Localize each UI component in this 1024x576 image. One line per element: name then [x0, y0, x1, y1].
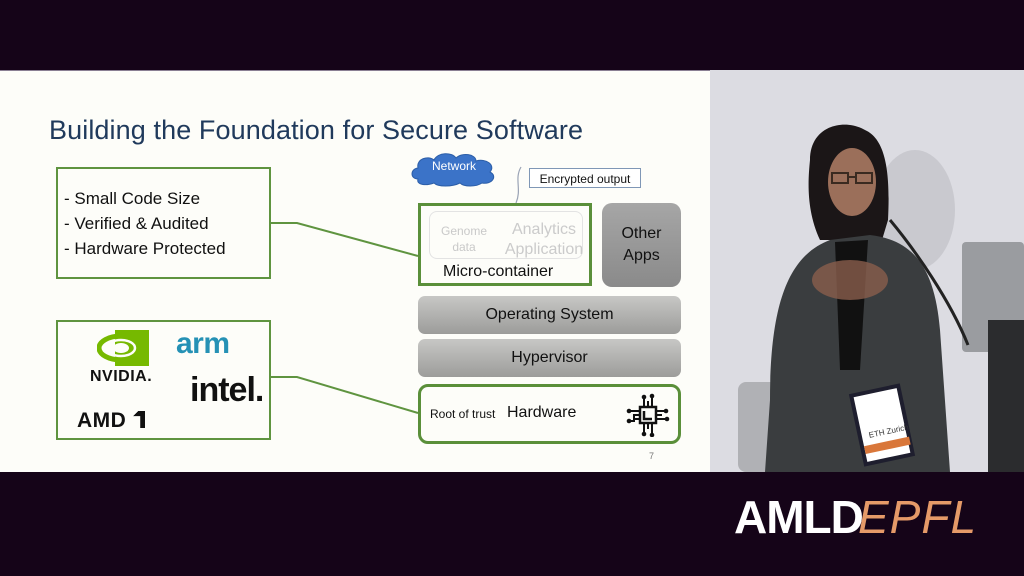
- root-of-trust-label: Root of trust: [430, 407, 496, 421]
- network-cloud-icon: [411, 153, 495, 187]
- video-frame-bottom: [0, 472, 1024, 576]
- other-apps-box: Other Apps: [602, 203, 681, 287]
- speaker-hands: [812, 260, 888, 300]
- speaker-face: [828, 148, 876, 216]
- amd-logo: AMD: [77, 409, 146, 433]
- glasses-icon: [831, 172, 873, 184]
- other-apps-line2: Apps: [623, 247, 660, 264]
- speaker-illustration: ETH Zurich: [710, 70, 1024, 472]
- analytics-application-label: Analytics Application: [500, 220, 588, 260]
- micro-container-box: Genome data Analytics Application Micro-…: [418, 203, 592, 286]
- hardware-vendors-box: [56, 320, 271, 440]
- other-apps-line1: Other: [621, 225, 662, 242]
- nvidia-logo-icon: [97, 330, 149, 366]
- amd-logo-text: AMD: [77, 409, 127, 432]
- genome-data-label: Genome data: [440, 223, 488, 255]
- properties-box: - Small Code Size - Verified & Audited -…: [56, 167, 271, 279]
- connector-vendors-to-hardware: [271, 376, 419, 414]
- encrypted-output-label: Encrypted output: [529, 168, 641, 188]
- presentation-slide: Building the Foundation for Secure Softw…: [0, 70, 710, 473]
- arm-logo: arm: [176, 327, 230, 360]
- property-item: - Verified & Audited: [64, 214, 209, 233]
- encrypted-output-arrow: [515, 166, 522, 204]
- property-item: - Small Code Size: [64, 189, 201, 208]
- property-item: - Hardware Protected: [64, 239, 226, 258]
- epfl-logo: EPFL: [858, 491, 978, 543]
- analytics-line2: Application: [504, 241, 584, 258]
- hardware-layer: Root of trust Hardware: [418, 384, 681, 444]
- connector-properties-to-micro: [271, 222, 419, 257]
- genome-label-line2: data: [452, 240, 476, 254]
- slide-title: Building the Foundation for Secure Softw…: [49, 115, 584, 145]
- page-number: 7: [649, 451, 655, 461]
- hardware-label: Hardware: [507, 404, 577, 421]
- micro-container-label: Micro-container: [443, 263, 554, 280]
- network-label: Network: [431, 159, 476, 173]
- shadow-on-wall: [875, 150, 955, 270]
- amd-arrow-icon: [128, 411, 146, 428]
- operating-system-layer: Operating System: [418, 296, 681, 334]
- chip-circuit-icon: [626, 393, 670, 437]
- microphone: [888, 219, 970, 346]
- intel-logo: intel.: [190, 371, 264, 409]
- hypervisor-layer: Hypervisor: [418, 339, 681, 377]
- nvidia-logo-text: NVIDIA.: [90, 368, 153, 385]
- genome-label-line1: Genome: [440, 224, 488, 238]
- podium: [988, 320, 1024, 472]
- application-box: Genome data Analytics Application: [429, 211, 583, 259]
- amld-logo: AMLD: [734, 491, 864, 543]
- speaker-video: ETH Zurich: [710, 70, 1024, 472]
- video-frame-top: [0, 0, 1024, 70]
- analytics-line1: Analytics: [511, 221, 577, 238]
